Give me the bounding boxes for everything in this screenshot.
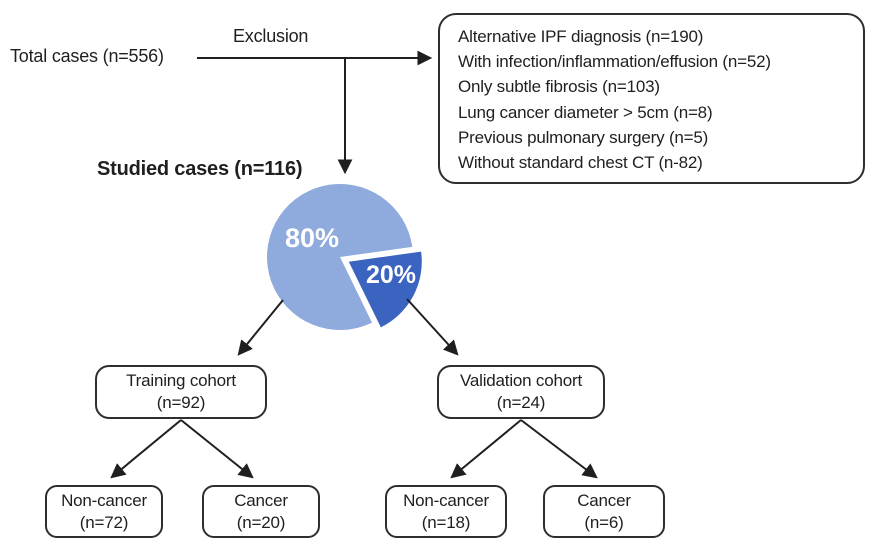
validation-cohort-box: Validation cohort (n=24) — [437, 365, 605, 419]
training-cancer-n: (n=20) — [236, 512, 286, 532]
arrow-training-to-noncancer — [110, 419, 182, 479]
exclusion-item: With infection/inflammation/effusion (n=… — [458, 52, 771, 72]
exclusion-item: Without standard chest CT (n-82) — [458, 153, 703, 173]
arrow-validation-to-noncancer — [450, 419, 522, 479]
exclusion-arrow-label: Exclusion — [233, 26, 309, 46]
training-cohort-name: Training cohort — [126, 371, 236, 390]
arrow-pie-to-training — [237, 299, 284, 356]
studied-cases-label: Studied cases (n=116) — [97, 158, 303, 180]
exclusion-item: Alternative IPF diagnosis (n=190) — [458, 27, 704, 46]
validation-cohort-n: (n=24) — [496, 393, 546, 412]
pie-slice-80 — [267, 183, 413, 330]
exclusion-item: Previous pulmonary surgery (n=5) — [458, 127, 709, 147]
validation-cancer-box: Cancer (n=6) — [543, 485, 665, 538]
pie-slice-20 — [348, 251, 422, 328]
exclusion-item: Only subtle fibrosis (n=103) — [458, 77, 660, 97]
training-cancer-box: Cancer (n=20) — [202, 485, 320, 538]
training-noncancer-n: (n=72) — [79, 512, 129, 532]
arrow-validation-to-cancer — [520, 419, 598, 479]
arrow-pie-to-validation — [406, 298, 459, 356]
pie-label-20: 20% — [366, 261, 416, 289]
training-noncancer-name: Non-cancer — [61, 490, 147, 510]
validation-noncancer-box: Non-cancer (n=18) — [385, 485, 507, 538]
validation-cancer-n: (n=6) — [584, 512, 624, 532]
total-cases-label: Total cases (n=556) — [10, 46, 164, 66]
exclusion-item: Lung cancer diameter > 5cm (n=8) — [458, 102, 713, 122]
exclusion-criteria-box: Alternative IPF diagnosis (n=190) With i… — [438, 13, 865, 184]
training-cancer-name: Cancer — [234, 490, 288, 510]
studied-cases-pie-chart: 80% 20% — [267, 183, 422, 330]
validation-noncancer-n: (n=18) — [421, 512, 471, 532]
pie-label-80: 80% — [285, 223, 339, 253]
validation-cohort-name: Validation cohort — [460, 371, 582, 390]
validation-noncancer-name: Non-cancer — [403, 490, 489, 510]
training-noncancer-box: Non-cancer (n=72) — [45, 485, 163, 538]
arrow-training-to-cancer — [180, 419, 254, 479]
training-cohort-n: (n=92) — [156, 393, 206, 412]
validation-cancer-name: Cancer — [577, 490, 631, 510]
training-cohort-box: Training cohort (n=92) — [95, 365, 267, 419]
